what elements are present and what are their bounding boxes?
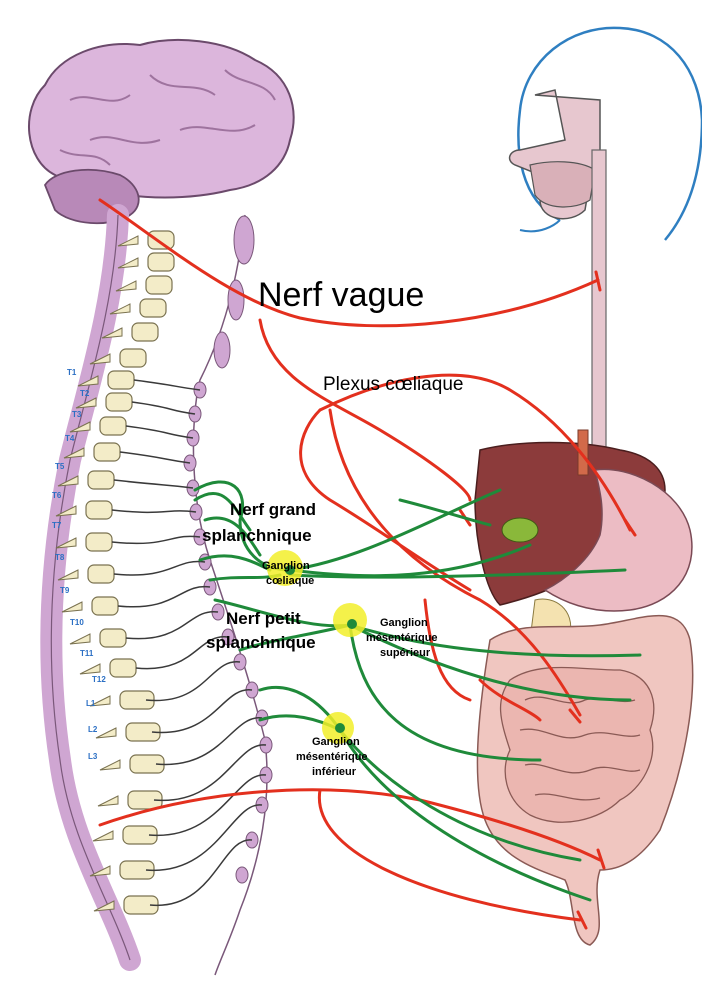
vertebra-label-t2: T2 [80,389,90,398]
celiac-ganglion-label-2: cœliaque [266,575,314,587]
vertebral-body [132,323,158,341]
vertebral-body [146,276,172,294]
inferior-mesenteric-ganglion-dot [335,723,345,733]
sup-mes-ganglion-label-1: Ganglion [380,617,428,629]
vertebral-body [100,629,126,647]
chain-ganglion [228,280,244,320]
spinal-nerve [112,510,196,512]
vertebral-body [120,349,146,367]
vertebra-label-t7: T7 [52,521,62,530]
celiac-plexus-label: Plexus cœliaque [323,374,463,395]
sup-mes-ganglion-label-3: supérieur [380,647,431,659]
inf-mes-ganglion-label-1: Ganglion [312,736,360,748]
spinal-nerve [118,587,210,607]
vertebra-label-l2: L2 [88,725,98,734]
vertebral-body [88,565,114,583]
vertebral-body [88,471,114,489]
vertebral-body [140,299,166,317]
vertebra-label-t6: T6 [52,491,62,500]
inf-mes-ganglion-label-3: inférieur [312,766,357,778]
vertebral-body [100,417,126,435]
spinal-nerve [120,452,190,463]
vertebral-body [94,443,120,461]
vertebra-label-t1: T1 [67,368,77,377]
sympathetic-chain-ganglia [184,216,272,883]
spinal-nerve [114,562,205,576]
spinal-nerve [112,536,200,543]
lesser-splanchnic-label-1: Nerf petit [226,609,301,628]
vertebral-body [148,231,174,249]
spinal-nerve [146,805,262,870]
spinal-nerve [126,612,218,639]
vertebral-body [92,597,118,615]
sup-mes-ganglion-label-2: mésentérique [366,632,438,644]
vertebra-label-l3: L3 [88,752,98,761]
vagus-nerve-label: Nerf vague [258,276,424,314]
spinous-process [93,831,113,841]
vertebra-label-t4: T4 [65,434,75,443]
head-icon [510,28,702,450]
spinal-nerve [126,426,193,438]
vertebra-label-t9: T9 [60,586,70,595]
sympathetic-chain [193,215,267,975]
spinous-process [80,664,100,674]
vertebra-label-t10: T10 [70,618,84,627]
vertebra-label-t8: T8 [55,553,65,562]
lesser-splanchnic-label-2: splanchnique [206,633,316,652]
chain-ganglion [234,216,254,264]
vertebra-label-l1: L1 [86,699,96,708]
brain-icon [29,40,294,223]
chain-ganglion [236,867,248,883]
vertebral-body [148,253,174,271]
greater-splanchnic-label-2: splanchnique [202,526,312,545]
vertebral-body [108,371,134,389]
vertebral-body [86,533,112,551]
celiac-ganglion-label-1: Ganglion [262,560,310,572]
vertebral-body [106,393,132,411]
chain-ganglion [214,332,230,368]
spinous-process [98,796,118,806]
vertebra-label-t3: T3 [72,410,82,419]
spinal-nerve [156,718,262,765]
spinal-nerve [132,402,195,414]
spinal-nerve [114,480,193,488]
spinous-process [96,728,116,738]
spinous-process [70,634,90,644]
spinal-nerve [134,380,200,390]
vertebral-body [110,659,136,677]
vertebra-label-t5: T5 [55,462,65,471]
vertebra-label-t12: T12 [92,675,106,684]
inf-mes-ganglion-label-2: mésentérique [296,751,368,763]
greater-splanchnic-label-1: Nerf grand [230,500,316,519]
superior-mesenteric-ganglion-dot [347,619,357,629]
vertebral-body [86,501,112,519]
spinal-nerve [152,690,252,733]
spinous-process [100,760,120,770]
vertebra-label-t11: T11 [80,649,94,658]
spinous-process [62,602,82,612]
